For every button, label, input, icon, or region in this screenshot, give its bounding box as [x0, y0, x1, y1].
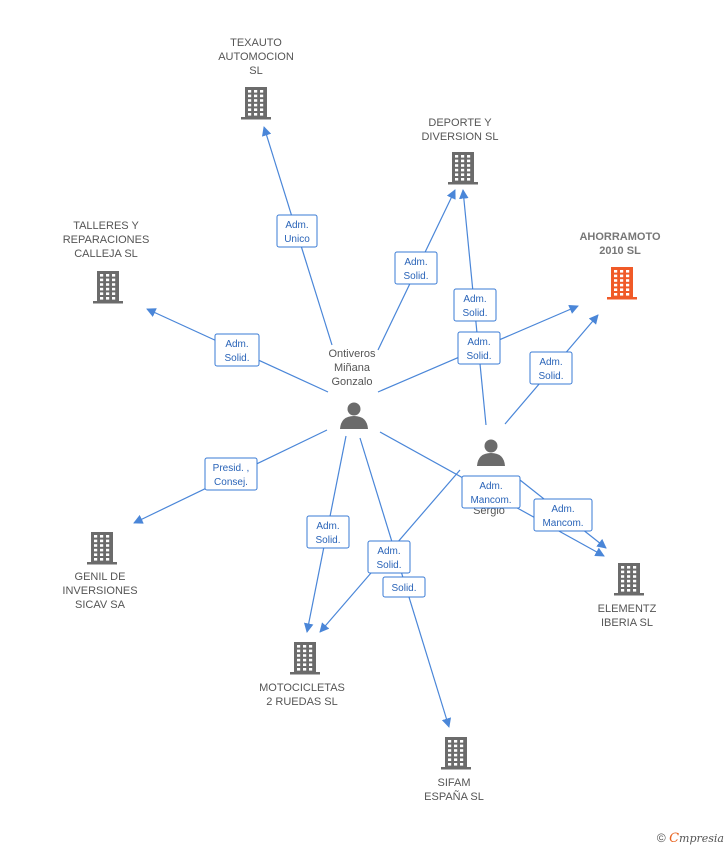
- building-icon: [614, 563, 644, 596]
- brand-rest: mpresia: [679, 832, 724, 845]
- building-icon: [448, 152, 478, 185]
- relation-label-text: Solid.: [538, 371, 563, 382]
- relation-label-text: Adm.: [463, 294, 486, 305]
- node-label-line: ESPAÑA SL: [424, 790, 484, 803]
- node-label-line: GENIL DE: [75, 571, 126, 583]
- relation-label-text: Adm.: [539, 357, 562, 368]
- node-label-line: SICAV SA: [75, 599, 126, 611]
- relation-label-text: Solid.: [466, 351, 491, 362]
- node-label-line: DIVERSION SL: [421, 131, 498, 143]
- copyright-symbol: ©: [656, 831, 666, 845]
- building-icon: [441, 737, 471, 770]
- relation-label-box: [214, 333, 260, 367]
- relation-label-box: [461, 475, 521, 509]
- relation-label-text: Adm.: [225, 339, 248, 350]
- relation-label-sergio-deporte[interactable]: Adm. Solid.: [453, 288, 497, 322]
- relation-label-text: Consej.: [214, 477, 248, 488]
- company-node-texauto[interactable]: TEXAUTO AUTOMOCION SL: [218, 37, 294, 120]
- relation-label-box: [382, 576, 426, 598]
- node-label-line: ELEMENTZ: [598, 603, 657, 615]
- relation-label-text: Solid.: [403, 271, 428, 282]
- relation-label-text: Mancom.: [542, 518, 583, 529]
- nodes-layer: TEXAUTO AUTOMOCION SL DEPORTE Y DIVERSION SL…: [62, 37, 661, 803]
- company-node-deporte[interactable]: DEPORTE Y DIVERSION SL: [421, 117, 499, 185]
- node-label-line: IBERIA SL: [601, 617, 653, 629]
- node-label-line: MOTOCICLETAS: [259, 682, 345, 694]
- relation-label-text: Solid.: [462, 308, 487, 319]
- node-label-line: DEPORTE Y: [428, 117, 492, 129]
- relation-label-text: Adm.: [467, 337, 490, 348]
- person-icon: [477, 439, 505, 466]
- relation-label-onti-sifam[interactable]: Solid.: [382, 576, 426, 598]
- relation-labels-layer: Adm.UnicoAdm.Solid.Adm.Solid.Adm.Solid.A…: [204, 214, 593, 598]
- building-icon: [607, 267, 637, 300]
- relation-label-onti-talleres[interactable]: Adm. Solid.: [214, 333, 260, 367]
- relation-label-box: [204, 457, 258, 491]
- company-node-motocicletas[interactable]: MOTOCICLETAS 2 RUEDAS SL: [259, 642, 345, 708]
- relation-label-sergio-motocicletas[interactable]: Adm. Solid.: [367, 540, 411, 574]
- relation-label-text: Mancom.: [470, 495, 511, 506]
- building-icon: [290, 642, 320, 675]
- relation-label-onti-genil[interactable]: Presid. , Consej.: [204, 457, 258, 491]
- relation-label-text: Solid.: [376, 560, 401, 571]
- node-label-line: AUTOMOCION: [218, 51, 294, 63]
- company-node-elementz[interactable]: ELEMENTZ IBERIA SL: [598, 563, 657, 629]
- building-icon: [93, 271, 123, 304]
- relation-label-box: [394, 251, 438, 285]
- relation-label-box: [306, 515, 350, 549]
- node-label-line: Ontiveros: [328, 348, 376, 360]
- relation-label-onti-deporte[interactable]: Adm. Solid.: [394, 251, 438, 285]
- person-icon: [340, 402, 368, 429]
- node-label-line: INVERSIONES: [62, 585, 137, 597]
- relation-label-text: Adm.: [404, 257, 427, 268]
- relation-label-text: Adm.: [551, 504, 574, 515]
- relation-label-box: [529, 351, 573, 385]
- node-label-line: SL: [249, 65, 262, 77]
- node-label-line: CALLEJA SL: [74, 248, 138, 260]
- building-icon: [241, 87, 271, 120]
- node-label-line: 2 RUEDAS SL: [266, 696, 338, 708]
- relation-label-onti-elementz[interactable]: Adm. Mancom.: [461, 475, 521, 509]
- relation-label-text: Adm.: [479, 481, 502, 492]
- relation-label-box: [533, 498, 593, 532]
- relation-label-box: [276, 214, 318, 248]
- node-label-line: AHORRAMOTO: [579, 231, 661, 243]
- relation-label-box: [453, 288, 497, 322]
- company-node-talleres[interactable]: TALLERES Y REPARACIONES CALLEJA SL: [63, 220, 150, 304]
- building-icon: [87, 532, 117, 565]
- relation-label-box: [457, 331, 501, 365]
- relation-label-onti-motocicletas[interactable]: Adm. Solid.: [306, 515, 350, 549]
- relation-label-onti-texauto[interactable]: Adm. Unico: [276, 214, 318, 248]
- relation-label-sergio-elementz[interactable]: Adm. Mancom.: [533, 498, 593, 532]
- node-label-line: TEXAUTO: [230, 37, 282, 49]
- relation-label-text: Solid.: [315, 535, 340, 546]
- relation-label-text: Adm.: [316, 521, 339, 532]
- company-node-ahorramoto[interactable]: AHORRAMOTO 2010 SL: [579, 231, 661, 300]
- node-label-line: REPARACIONES: [63, 234, 150, 246]
- node-label-line: Gonzalo: [332, 376, 373, 388]
- edges-layer: [133, 126, 607, 728]
- node-label-line: SIFAM: [437, 777, 470, 789]
- relation-label-text: Unico: [284, 234, 310, 245]
- company-node-genil[interactable]: GENIL DE INVERSIONES SICAV SA: [62, 532, 138, 611]
- relation-label-text: Solid.: [391, 583, 416, 594]
- node-label-line: Miñana: [334, 362, 371, 374]
- relation-label-text: Adm.: [285, 220, 308, 231]
- relation-label-box: [367, 540, 411, 574]
- relation-label-sergio-ahorramoto[interactable]: Adm. Solid.: [529, 351, 573, 385]
- node-label-line: TALLERES Y: [73, 220, 139, 232]
- node-label-line: 2010 SL: [599, 245, 641, 257]
- relation-label-text: Adm.: [377, 546, 400, 557]
- brand-initial: C: [669, 831, 680, 846]
- footer-brand[interactable]: © Cmpresia: [657, 831, 724, 846]
- relation-label-text: Solid.: [224, 353, 249, 364]
- relation-label-text: Presid. ,: [213, 463, 250, 474]
- relation-label-onti-ahorramoto[interactable]: Adm. Solid.: [457, 331, 501, 365]
